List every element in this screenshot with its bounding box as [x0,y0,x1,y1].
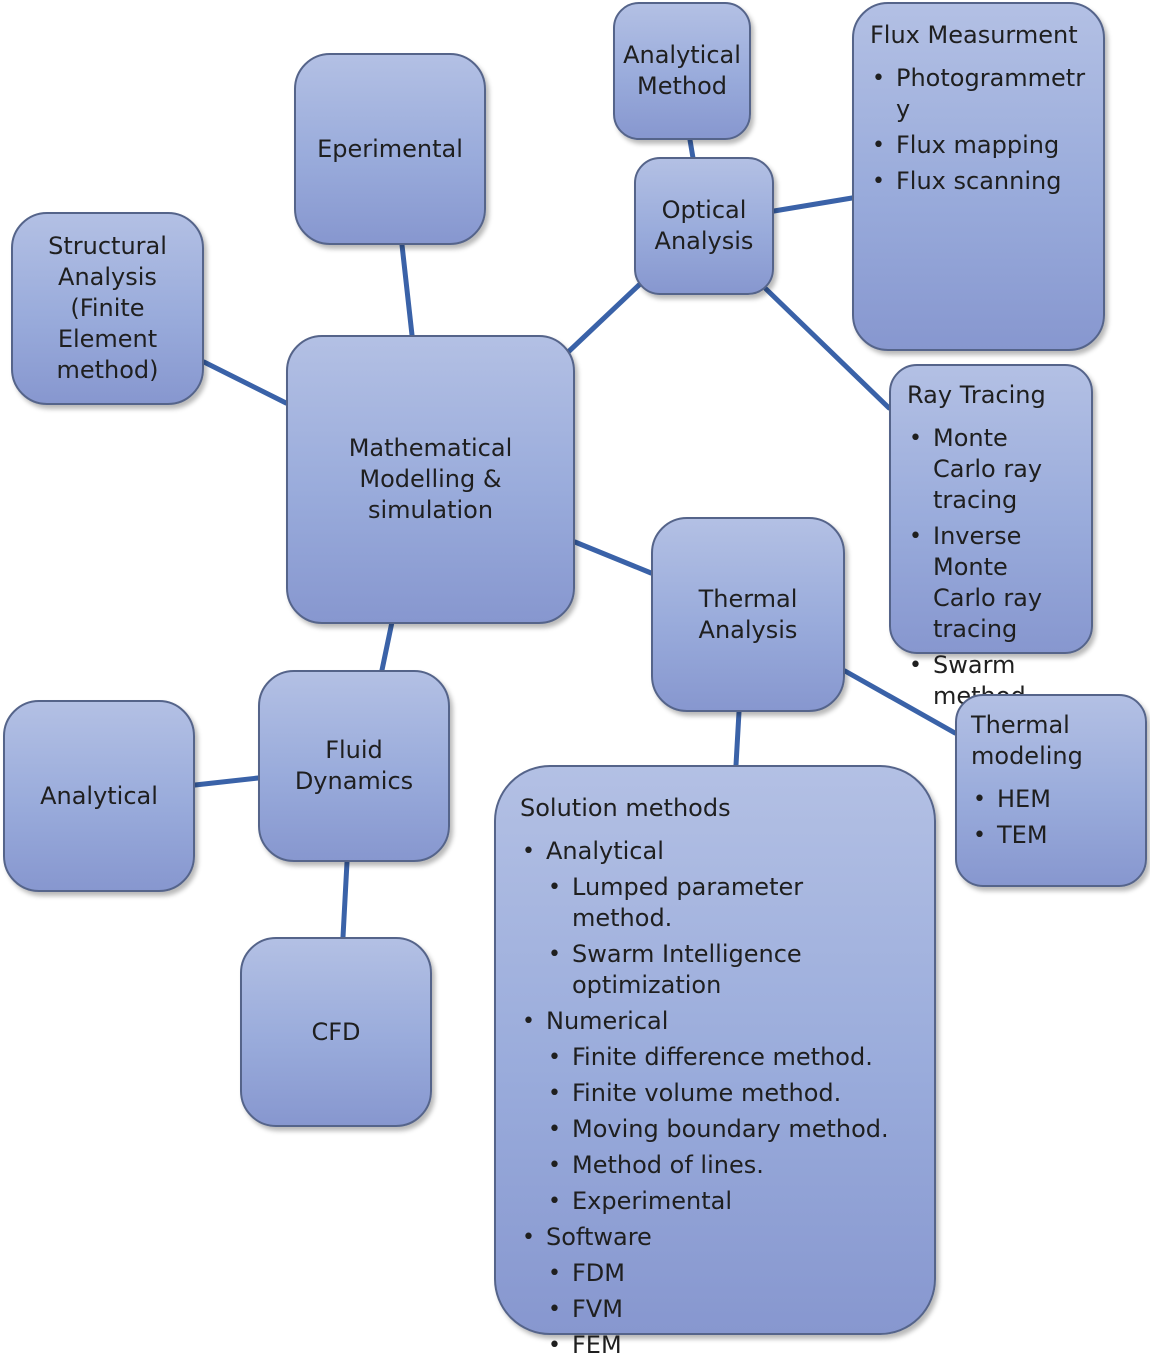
solution-group-label: Analytical [546,837,664,865]
thermal-modeling-list: HEM TEM [971,784,1137,851]
flux-item: Flux mapping [870,130,1070,161]
solution-item: Finite difference method. [546,1042,928,1073]
solution-group-label: Software [546,1223,652,1251]
solution-item: Swarm Intelligence optimization [546,939,812,1001]
connector-fluid-cfd [340,859,350,940]
node-flux-measurement: Flux Measurment Photogrammetr y Flux map… [852,2,1105,351]
ray-tracing-list: Monte Carlo ray tracing Inverse Monte Ca… [907,423,1077,712]
connector-thermal-solution [733,709,742,768]
connector-center-thermal [572,539,654,576]
solution-item: FDM [546,1258,928,1289]
node-structural-analysis: Structural Analysis (Finite Element meth… [11,212,204,405]
solution-methods-list: Analytical Lumped parameter method. Swar… [520,836,928,1361]
node-thermal-analysis-label: Thermal Analysis [698,584,798,644]
solution-item: Finite volume method. [546,1078,928,1109]
solution-item: Moving boundary method. [546,1114,928,1145]
solution-group-label: Numerical [546,1007,669,1035]
solution-item: Experimental [546,1186,928,1217]
solution-item: Method of lines. [546,1150,928,1181]
connector-optical-analytical-method [687,137,696,161]
flux-measurement-title: Flux Measurment [870,21,1078,49]
node-solution-methods: Solution methods Analytical Lumped param… [494,765,936,1361]
solution-item: Lumped parameter method. [546,872,886,934]
solution-group: Software FDM FVM FEM [520,1222,928,1361]
ray-item: Monte Carlo ray tracing [907,423,1077,516]
connector-center-optical [562,282,642,358]
node-analytical-label: Analytical [40,781,158,810]
connector-thermal-thermal-modeling [842,668,958,736]
flux-item: Photogrammetr y [870,63,1085,125]
solution-group: Numerical Finite difference method. Fini… [520,1006,928,1217]
solution-item: FEM [546,1330,928,1361]
node-optical-analysis: Optical Analysis [634,157,774,295]
node-mathematical-modelling: Mathematical Modelling & simulation [286,335,575,624]
solution-methods-title: Solution methods [520,794,731,822]
solution-sublist: Finite difference method. Finite volume … [546,1042,928,1217]
node-ray-tracing: Ray Tracing Monte Carlo ray tracing Inve… [889,364,1093,710]
ray-item: Inverse Monte Carlo ray tracing [907,521,1077,645]
connector-optical-flux [771,195,855,214]
thermal-modeling-item: TEM [971,820,1137,851]
solution-sublist: Lumped parameter method. Swarm Intellige… [546,872,886,1001]
node-thermal-analysis: Thermal Analysis [651,517,845,712]
node-optical-analysis-label: Optical Analysis [654,196,754,255]
ray-tracing-title: Ray Tracing [907,381,1046,409]
connector-center-fluid [379,619,395,673]
node-structural-analysis-label: Structural Analysis (Finite Element meth… [48,232,167,384]
node-thermal-modeling: Thermal modeling HEM TEM [955,694,1147,887]
connector-fluid-analytical [192,775,261,788]
node-analytical-method: Analytical Method [613,2,751,140]
thermal-modeling-title: Thermal modeling [971,711,1083,770]
connector-center-experimental [399,242,415,338]
node-experimental-label: Eperimental [317,134,463,163]
thermal-modeling-item: HEM [971,784,1137,815]
node-experimental: Eperimental [294,53,486,245]
connector-center-structural [201,359,289,406]
flux-measurement-list: Photogrammetr y Flux mapping Flux scanni… [870,63,1085,197]
node-mathematical-modelling-label: Mathematical Modelling & simulation [348,434,513,524]
node-fluid-dynamics-label: Fluid Dynamics [294,736,414,795]
node-cfd-label: CFD [311,1017,361,1046]
solution-group: Analytical Lumped parameter method. Swar… [520,836,928,1001]
flux-item: Flux scanning [870,166,1070,197]
connector-optical-ray [763,286,892,411]
solution-sublist: FDM FVM FEM [546,1258,928,1361]
node-fluid-dynamics: Fluid Dynamics [258,670,450,862]
node-analytical: Analytical [3,700,195,892]
solution-item: FVM [546,1294,928,1325]
node-analytical-method-label: Analytical Method [623,41,741,100]
node-cfd: CFD [240,937,432,1127]
